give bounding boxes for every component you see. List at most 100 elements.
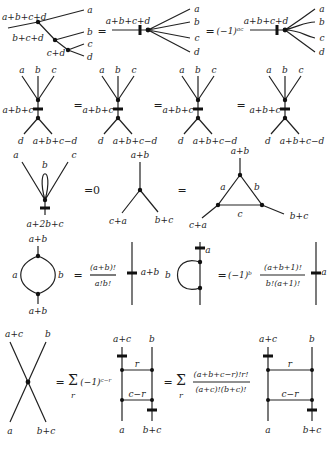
- math-label: b: [319, 18, 325, 27]
- math-label: a: [179, 66, 184, 75]
- math-label: a+b+c−d: [280, 137, 325, 146]
- math-label: a: [7, 427, 12, 436]
- math-label: a+b+c+d: [2, 13, 47, 22]
- math-label: (a+b+1)!: [264, 264, 302, 272]
- math-label: a+b+c−d: [33, 137, 78, 146]
- math-label: r: [71, 392, 75, 400]
- math-label: =: [73, 100, 82, 111]
- math-label: =: [73, 270, 82, 281]
- math-label: b: [194, 18, 200, 27]
- math-label: d: [18, 137, 24, 146]
- math-label: Σ: [68, 373, 78, 387]
- math-label: b: [45, 330, 51, 339]
- math-label: b: [309, 335, 315, 344]
- math-label: b: [35, 66, 41, 75]
- math-label: d: [265, 137, 271, 146]
- math-label: b: [165, 271, 171, 280]
- math-label: a: [87, 6, 92, 15]
- math-label: b: [42, 161, 48, 170]
- math-label: (a+b+c−r)!r!: [194, 371, 249, 379]
- math-label: c+a: [109, 217, 127, 226]
- math-label: c: [131, 66, 136, 75]
- math-label: r: [135, 360, 139, 369]
- math-label: a+b+c+d: [106, 17, 151, 26]
- math-label: b: [115, 66, 121, 75]
- math-label: b: [282, 66, 288, 75]
- math-label: a: [265, 426, 270, 435]
- math-label: d: [87, 53, 93, 62]
- math-label: (−1)ᵇ: [228, 271, 252, 280]
- math-label: a+b+c: [82, 106, 113, 115]
- math-label: a: [194, 5, 199, 14]
- math-label: a: [19, 66, 24, 75]
- math-label: b: [254, 183, 260, 192]
- math-label: a+c: [113, 335, 131, 344]
- math-label: =: [205, 26, 214, 37]
- math-label: c+d: [47, 49, 65, 58]
- math-label: a+2b+c: [27, 220, 64, 229]
- math-label: b!(a+1)!: [266, 280, 300, 288]
- math-label: d: [178, 137, 184, 146]
- math-label: a+b: [141, 268, 160, 277]
- math-label: =0: [84, 185, 100, 196]
- math-label: a: [220, 183, 225, 192]
- math-label: a+b+c−d: [113, 137, 158, 146]
- math-label: r: [179, 392, 183, 400]
- math-label: a: [99, 66, 104, 75]
- math-label: c: [87, 40, 92, 49]
- math-label: a+b: [29, 307, 48, 316]
- math-label: c: [71, 151, 76, 160]
- math-label: =: [97, 26, 106, 37]
- math-label: c: [298, 66, 303, 75]
- math-label: b: [195, 66, 201, 75]
- math-label: r: [288, 360, 292, 369]
- math-label: b+c: [290, 212, 308, 221]
- math-label: c: [211, 66, 216, 75]
- math-label: b: [149, 335, 155, 344]
- math-label: c: [194, 34, 199, 43]
- math-label: =: [163, 377, 172, 388]
- math-label: a+b: [131, 151, 150, 160]
- math-label: a: [319, 5, 324, 14]
- math-label: b+c+d: [12, 34, 44, 43]
- math-label: (a+b)!: [90, 264, 116, 272]
- math-label: b+c: [303, 426, 321, 435]
- math-label: a+b: [231, 147, 250, 156]
- math-label: a: [205, 246, 210, 255]
- math-label: =: [153, 100, 162, 111]
- math-label: b: [87, 28, 93, 37]
- math-label: a: [119, 426, 124, 435]
- math-label: a+b+c−d: [193, 137, 238, 146]
- math-label: c−r: [282, 390, 299, 399]
- math-label: a+b: [29, 235, 48, 244]
- math-label: c: [51, 66, 56, 75]
- math-label: (−1)ᶜ⁻ʳ: [80, 378, 111, 387]
- math-label: a+c: [259, 335, 277, 344]
- math-label: a+b+c+d: [244, 17, 289, 26]
- math-label: a+b+c: [249, 106, 280, 115]
- math-label: =: [177, 185, 186, 196]
- math-label: =: [217, 270, 226, 281]
- math-label: d: [194, 48, 200, 57]
- math-label: a!b!: [95, 280, 111, 288]
- math-label: a: [321, 268, 326, 277]
- math-label: a: [12, 271, 17, 280]
- math-label: c: [319, 34, 324, 43]
- math-label: =: [236, 100, 245, 111]
- math-label: b+c: [37, 427, 55, 436]
- math-label: c+a: [189, 221, 207, 230]
- math-label: b+c: [155, 216, 173, 225]
- math-label: a+c: [5, 330, 23, 339]
- math-label: (−1)ᵃᶜ: [217, 27, 244, 36]
- math-label: a+b+c: [162, 106, 193, 115]
- math-label: Σ: [176, 373, 186, 387]
- math-label: a: [13, 151, 18, 160]
- math-label: b+c: [143, 426, 161, 435]
- math-label: d: [319, 48, 325, 57]
- math-label: (a+c)!(b+c)!: [195, 386, 246, 394]
- math-label: c: [237, 210, 242, 219]
- math-label: =: [55, 377, 64, 388]
- math-label: d: [98, 137, 104, 146]
- math-label: c−r: [129, 390, 146, 399]
- math-label: a: [266, 66, 271, 75]
